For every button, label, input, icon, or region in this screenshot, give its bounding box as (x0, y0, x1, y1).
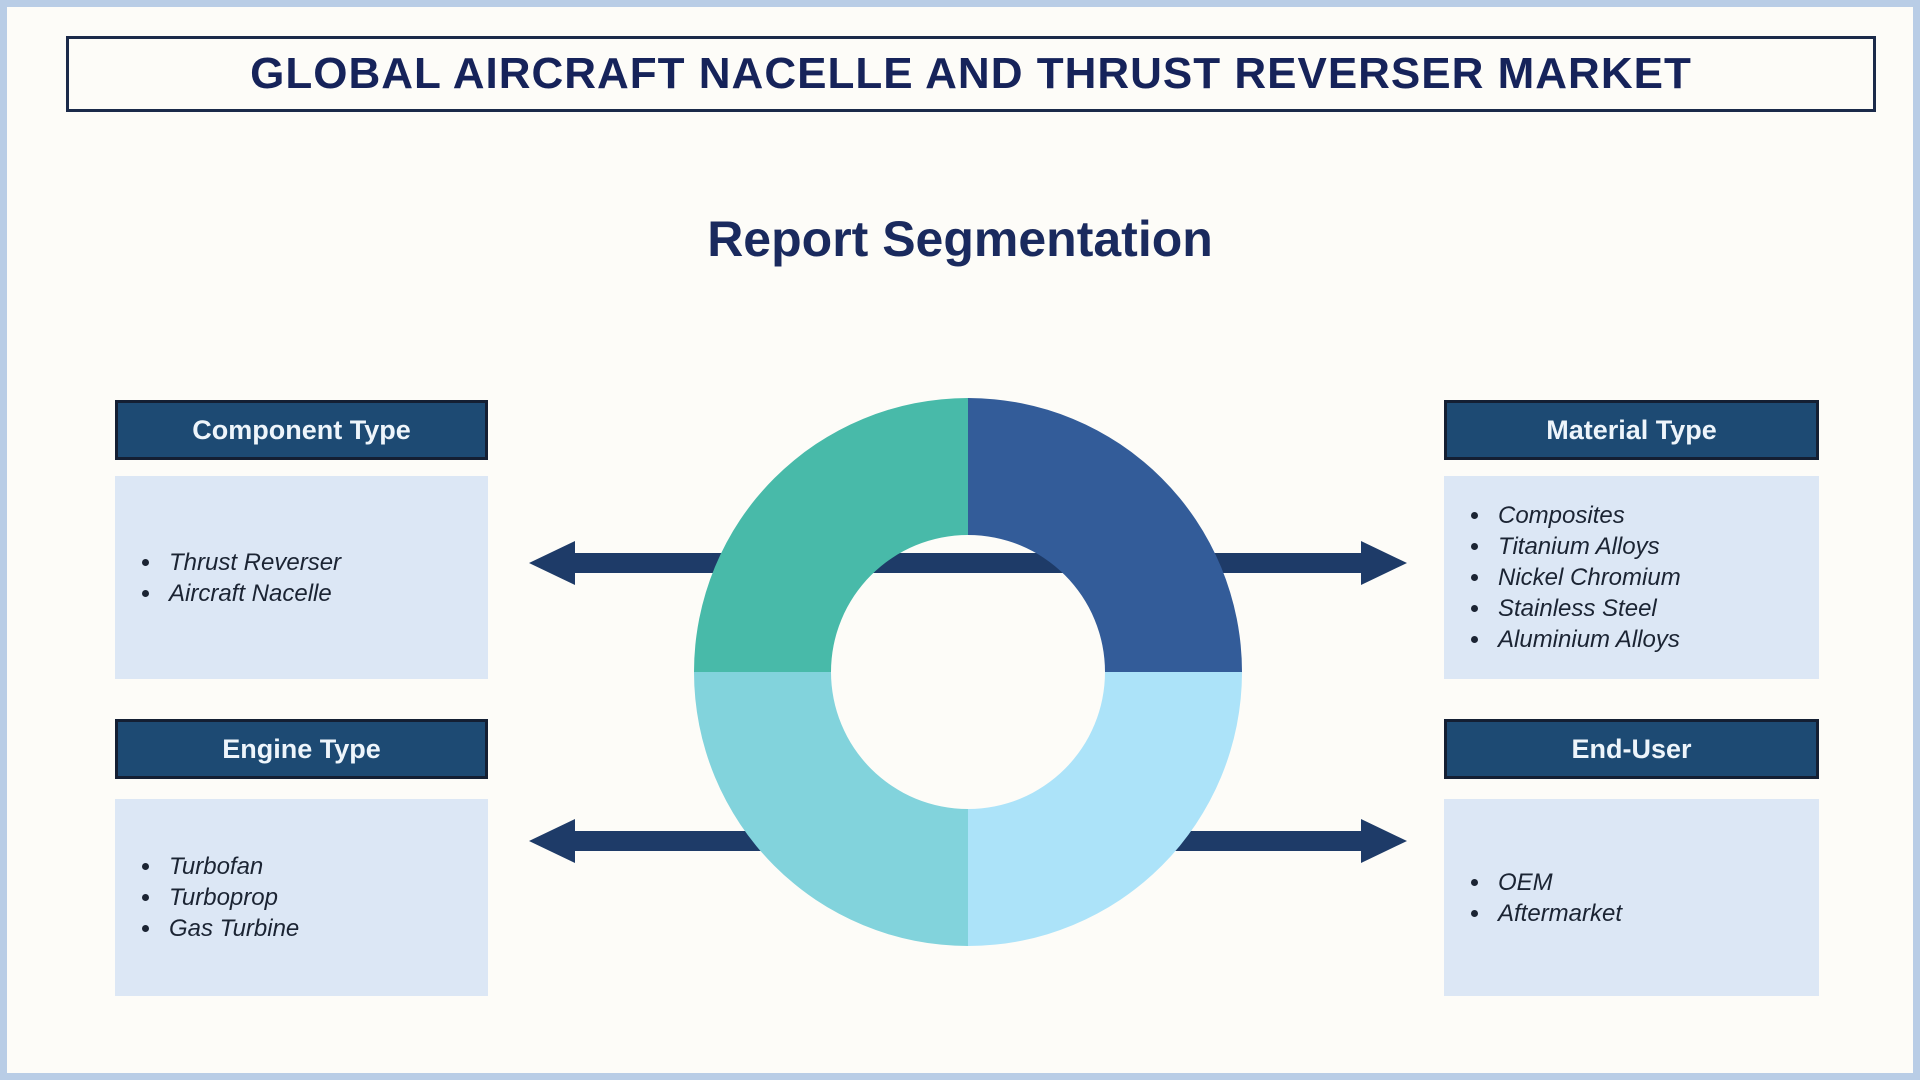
list-item: Stainless Steel (1492, 593, 1681, 624)
segment-list-material-type: Composites Titanium Alloys Nickel Chromi… (1444, 500, 1691, 655)
segment-header-material-type: Material Type (1444, 400, 1819, 460)
donut-quadrant-bottom-right (968, 672, 1242, 946)
list-item: Aircraft Nacelle (163, 578, 341, 609)
donut-quadrant-top-right (968, 398, 1242, 672)
list-item: Gas Turbine (163, 913, 299, 944)
segment-list-component-type: Thrust Reverser Aircraft Nacelle (115, 547, 351, 609)
segment-panel-material-type: Composites Titanium Alloys Nickel Chromi… (1444, 476, 1819, 679)
segment-panel-component-type: Thrust Reverser Aircraft Nacelle (115, 476, 488, 679)
segment-panel-engine-type: Turbofan Turboprop Gas Turbine (115, 799, 488, 996)
list-item: Thrust Reverser (163, 547, 341, 578)
segment-header-engine-type: Engine Type (115, 719, 488, 779)
list-item: OEM (1492, 867, 1622, 898)
report-segmentation-subtitle: Report Segmentation (707, 211, 1213, 267)
segment-header-label: Engine Type (222, 733, 381, 764)
segment-header-label: Material Type (1546, 414, 1717, 445)
segment-header-component-type: Component Type (115, 400, 488, 460)
list-item: Composites (1492, 500, 1681, 531)
segment-header-end-user: End-User (1444, 719, 1819, 779)
title-box: GLOBAL AIRCRAFT NACELLE AND THRUST REVER… (66, 36, 1876, 112)
list-item: Aluminium Alloys (1492, 624, 1681, 655)
segment-header-label: Component Type (192, 414, 411, 445)
donut-quadrant-top-left (694, 398, 968, 672)
list-item: Aftermarket (1492, 898, 1622, 929)
segment-panel-end-user: OEM Aftermarket (1444, 799, 1819, 996)
page-title: GLOBAL AIRCRAFT NACELLE AND THRUST REVER… (250, 49, 1692, 98)
list-item: Titanium Alloys (1492, 531, 1681, 562)
segment-header-label: End-User (1571, 733, 1692, 764)
double-arrow-upper (529, 541, 1407, 585)
donut-quadrant-bottom-left (694, 672, 968, 946)
segmentation-diagram (529, 398, 1407, 946)
list-item: Turbofan (163, 851, 299, 882)
list-item: Nickel Chromium (1492, 562, 1681, 593)
list-item: Turboprop (163, 882, 299, 913)
segment-list-engine-type: Turbofan Turboprop Gas Turbine (115, 851, 309, 944)
donut-chart (694, 398, 1242, 946)
segment-list-end-user: OEM Aftermarket (1444, 867, 1632, 929)
